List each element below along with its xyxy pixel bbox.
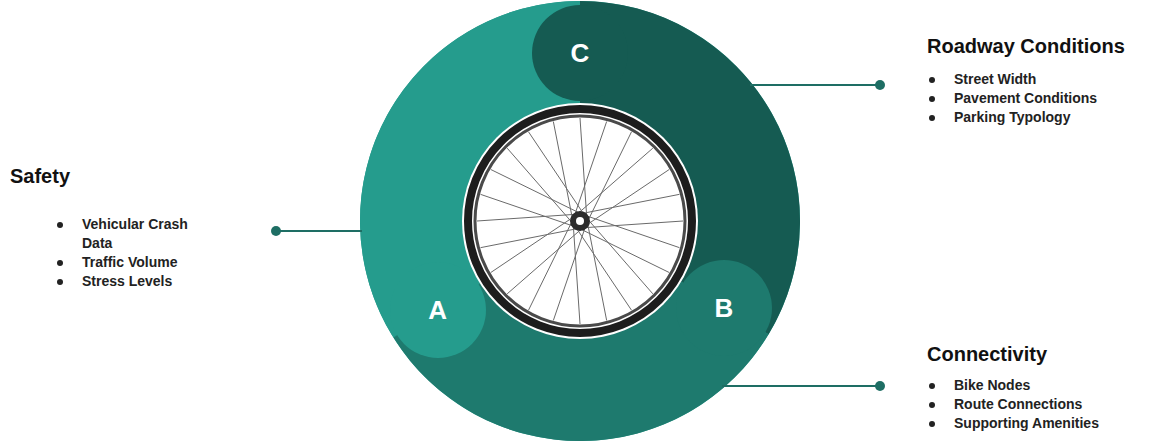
segment-letter: A	[428, 295, 447, 325]
bullet-dot	[929, 402, 935, 408]
criteria-item: Bike Nodes	[954, 376, 1144, 395]
leader-dot	[271, 226, 281, 236]
wheel-spoke	[553, 122, 573, 223]
criteria-item: Pavement Conditions	[954, 89, 1144, 108]
bullet-dot	[57, 279, 63, 285]
segment-letter: C	[571, 38, 590, 68]
criteria-item: Traffic Volume	[82, 253, 212, 272]
wheel-spoke	[578, 194, 679, 214]
criteria-item: Supporting Amenities	[954, 414, 1144, 433]
category-heading: Safety	[10, 163, 70, 189]
wheel-spoke	[582, 214, 680, 247]
leader-line	[276, 230, 362, 232]
bullet-dot	[929, 96, 935, 102]
wheel-spoke	[580, 118, 587, 221]
criteria-item: Stress Levels	[82, 272, 212, 291]
bike-wheel	[462, 103, 698, 339]
criteria-item: Route Connections	[954, 395, 1144, 414]
criteria-item: Parking Typology	[954, 108, 1144, 127]
wheel-spoke	[575, 148, 653, 216]
category-heading: Connectivity	[927, 341, 1047, 367]
wheel-spoke	[481, 194, 579, 227]
wheel-spoke	[477, 214, 580, 221]
bullet-dot	[929, 115, 935, 121]
leader-dot	[875, 381, 885, 391]
wheel-spoke	[580, 221, 683, 228]
wheel-axle	[576, 217, 584, 225]
wheel-rim	[475, 116, 685, 326]
wheel-spoke	[573, 221, 580, 324]
wheel-spoke	[491, 215, 577, 273]
wheel-spoke	[507, 226, 585, 294]
bullet-dot	[57, 222, 63, 228]
bullet-dot	[929, 421, 935, 427]
wheel-spoke	[584, 170, 670, 228]
wheel-tire	[468, 109, 692, 333]
criteria-item: Vehicular Crash Data	[82, 215, 212, 253]
leader-dot	[875, 80, 885, 90]
wheel-spoke	[481, 228, 582, 248]
wheel-spoke	[529, 132, 587, 218]
wheel-spoke	[574, 225, 632, 311]
wheel-spoke	[585, 216, 653, 294]
segment-cap: C	[532, 5, 628, 101]
criteria-item: Street Width	[954, 70, 1144, 89]
wheel-ground	[462, 103, 698, 339]
bullet-dot	[57, 260, 63, 266]
leader-line	[722, 385, 880, 387]
leader-line	[750, 84, 880, 86]
bullet-dot	[929, 383, 935, 389]
wheel-hub	[570, 211, 590, 231]
segment-cap: A	[390, 262, 486, 358]
segment-cap: B	[676, 260, 772, 356]
wheel-spoke	[573, 122, 606, 220]
wheel-spoke	[507, 148, 575, 226]
ring-base	[360, 1, 800, 441]
category-heading: Roadway Conditions	[927, 33, 1125, 59]
segment-letter: B	[715, 293, 734, 323]
wheel-spoke	[553, 223, 586, 321]
wheel-spoke	[587, 219, 607, 320]
ring-group	[360, 1, 800, 441]
bullet-dot	[929, 77, 935, 83]
